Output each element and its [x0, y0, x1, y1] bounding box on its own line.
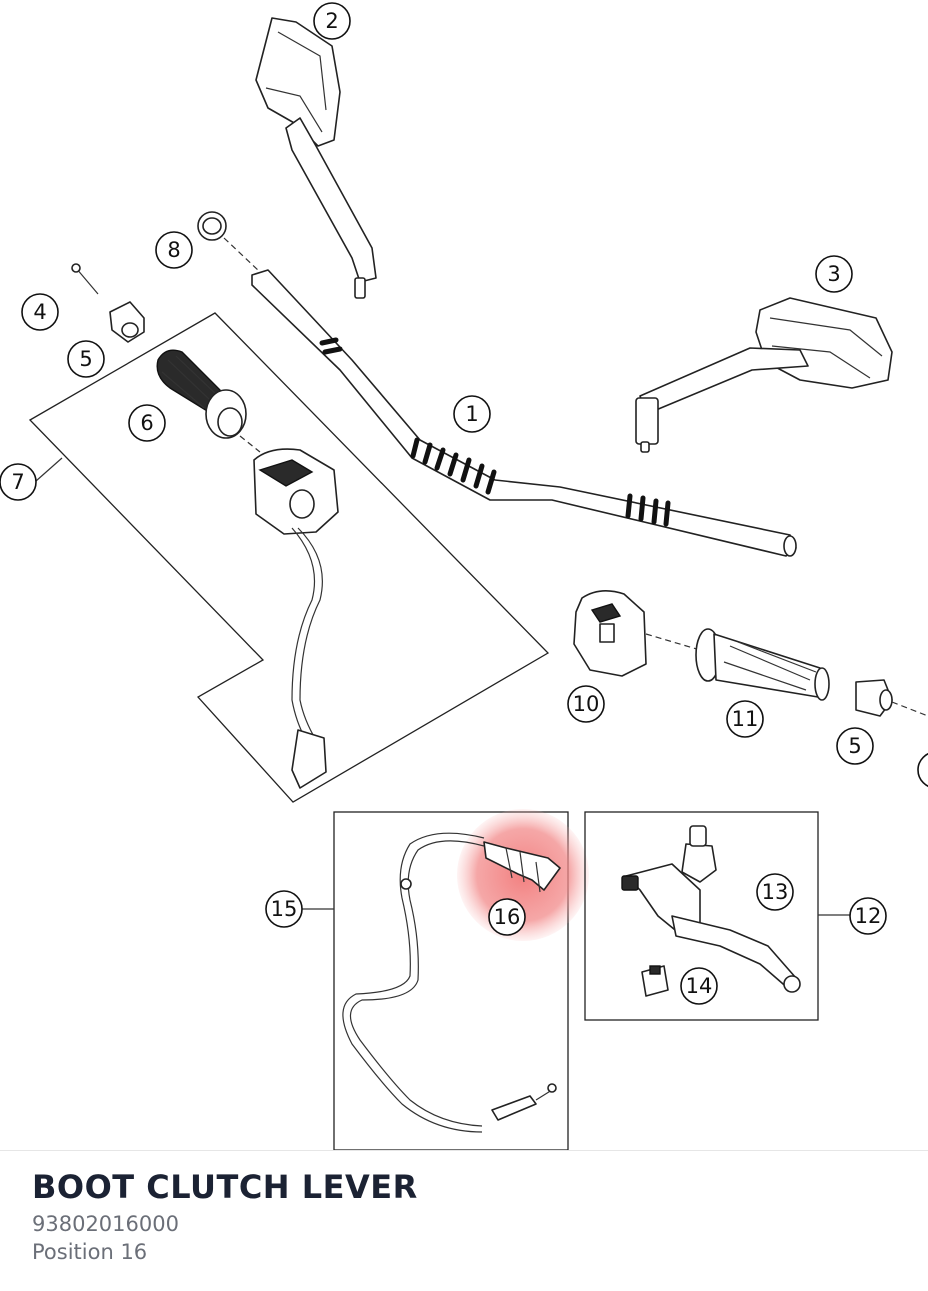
svg-text:4: 4 — [33, 300, 46, 324]
bar-end-weight-left-part — [109, 301, 145, 343]
callout-3: 3 — [815, 255, 853, 293]
callout-16[interactable]: 16 — [488, 898, 526, 936]
svg-text:10: 10 — [573, 692, 600, 716]
svg-text:16: 16 — [494, 905, 521, 929]
right-switch-part — [573, 590, 701, 677]
callout-15: 15 — [265, 890, 303, 928]
svg-text:8: 8 — [167, 238, 180, 262]
callout-4: 4 — [21, 293, 59, 331]
grip-right-part — [695, 628, 830, 701]
callout-13: 13 — [756, 873, 794, 911]
clutch-cable-part — [342, 832, 557, 1133]
svg-text:5: 5 — [848, 734, 861, 758]
part-info-panel: BOOT CLUTCH LEVER 93802016000 Position 1… — [0, 1150, 928, 1291]
box-15-frame — [333, 811, 569, 1150]
exploded-parts-diagram: 1 2 3 4 5 6 7 8 10 11 5 12 13 14 15 16 — [0, 2, 928, 1150]
callout-7: 7 — [0, 463, 37, 501]
svg-text:13: 13 — [762, 880, 789, 904]
svg-text:12: 12 — [855, 904, 882, 928]
bar-end-weight-right-part — [855, 679, 928, 717]
callout-11: 11 — [726, 700, 764, 738]
callout-edge-partial — [917, 752, 928, 788]
switch-14-part — [641, 965, 669, 997]
assembly-7-frame — [28, 312, 550, 803]
mirror-left-part — [255, 17, 377, 299]
svg-text:11: 11 — [732, 707, 759, 731]
svg-text:1: 1 — [465, 402, 478, 426]
left-switch-part — [253, 448, 339, 789]
svg-text:2: 2 — [325, 9, 338, 33]
svg-text:3: 3 — [827, 262, 840, 286]
mirror-right-part — [635, 297, 893, 453]
box-12-frame — [584, 811, 819, 1021]
svg-text:15: 15 — [271, 897, 298, 921]
part-position: Position 16 — [32, 1240, 148, 1264]
callout-5-left: 5 — [67, 340, 105, 378]
clutch-lever-part — [621, 825, 801, 993]
callout-6: 6 — [128, 404, 166, 442]
callout-14: 14 — [680, 967, 718, 1005]
leader-7 — [35, 457, 63, 482]
part-number: 93802016000 — [32, 1212, 179, 1236]
handlebar-part — [251, 269, 797, 557]
callout-10: 10 — [567, 685, 605, 723]
bar-end-cap-part — [197, 211, 261, 273]
callout-12: 12 — [849, 897, 887, 935]
callout-8: 8 — [155, 231, 193, 269]
svg-text:5: 5 — [79, 347, 92, 371]
callout-5-right: 5 — [836, 727, 874, 765]
svg-text:14: 14 — [686, 974, 713, 998]
boot-clutch-lever-part — [483, 841, 561, 893]
grip-left-part — [156, 349, 261, 453]
svg-text:6: 6 — [140, 411, 153, 435]
callout-1: 1 — [453, 395, 491, 433]
screw-part — [71, 263, 99, 295]
callout-2: 2 — [313, 2, 351, 40]
svg-text:7: 7 — [11, 470, 24, 494]
part-title: BOOT CLUTCH LEVER — [32, 1168, 418, 1206]
